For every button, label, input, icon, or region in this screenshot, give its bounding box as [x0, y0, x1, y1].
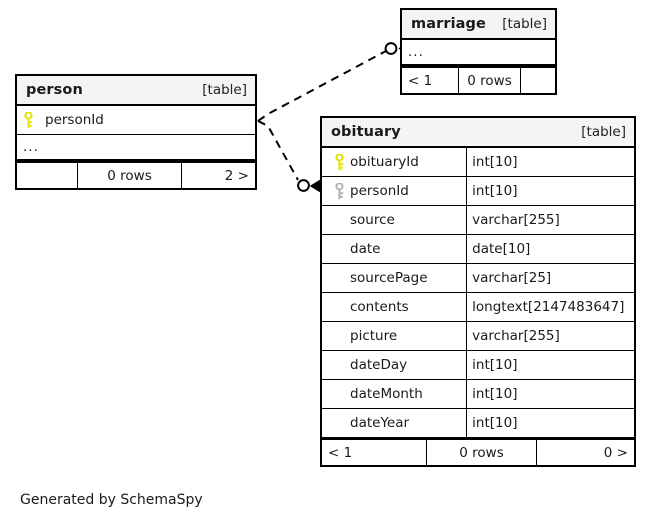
table-footer-person: 0 rows 2 >: [17, 161, 255, 188]
column-name: dateDay: [350, 357, 408, 373]
footer-prev-count[interactable]: < 1: [328, 444, 353, 461]
column-name: obituaryId: [350, 154, 419, 170]
column-type: varchar[25]: [466, 264, 634, 292]
table-name-obituary: obituary: [331, 124, 401, 140]
column-name-cell: picture: [322, 322, 466, 350]
table-kind-marriage: [table]: [502, 16, 547, 32]
column-type: int[10]: [466, 351, 634, 379]
table-row[interactable]: picture varchar[255]: [322, 322, 634, 351]
table-header-person: person [table]: [17, 76, 255, 106]
zero-cardinality-circle: [297, 179, 310, 192]
table-row[interactable]: dateYear int[10]: [322, 409, 634, 438]
table-row[interactable]: obituaryId int[10]: [322, 148, 634, 177]
relationship-line: [257, 120, 299, 181]
generated-by-credit: Generated by SchemaSpy: [20, 492, 203, 508]
column-name-cell: sourcePage: [322, 264, 466, 292]
footer-prev-count[interactable]: < 1: [408, 72, 433, 89]
column-type: date[10]: [466, 235, 634, 263]
relationship-person-marriage: [257, 40, 414, 122]
footer-next-count[interactable]: [520, 68, 555, 93]
footer-row-count: 0 rows: [458, 68, 520, 93]
footer-next-count[interactable]: 2 >: [181, 163, 255, 188]
footer-row-count: 0 rows: [426, 440, 536, 465]
table-row[interactable]: personId: [17, 106, 255, 135]
primary-key-icon: [328, 153, 350, 171]
column-type: int[10]: [466, 409, 634, 437]
column-type: longtext[2147483647]: [466, 293, 634, 321]
table-ellipsis-row: ...: [17, 135, 255, 161]
column-type: int[10]: [466, 177, 634, 205]
table-kind-obituary: [table]: [581, 124, 626, 140]
zero-cardinality-circle: [384, 42, 398, 55]
table-row[interactable]: date date[10]: [322, 235, 634, 264]
key-glyph: [23, 111, 33, 128]
table-header-obituary: obituary [table]: [322, 118, 634, 148]
table-row[interactable]: contents longtext[2147483647]: [322, 293, 634, 322]
table-ellipsis-row: ...: [402, 40, 555, 66]
column-name: date: [350, 241, 381, 257]
column-name-cell: contents: [322, 293, 466, 321]
footer-row-count: 0 rows: [77, 163, 181, 188]
table-header-marriage: marriage [table]: [402, 10, 555, 40]
table-footer-obituary: < 1 0 rows 0 >: [322, 438, 634, 465]
column-name: picture: [350, 328, 398, 344]
column-name: personId: [350, 183, 409, 199]
column-name: dateYear: [350, 415, 410, 431]
column-name-cell: obituaryId: [322, 148, 466, 176]
footer-next-count[interactable]: 0 >: [536, 440, 634, 465]
column-name-cell: dateDay: [322, 351, 466, 379]
table-name-person: person: [26, 82, 83, 98]
column-name-cell: source: [322, 206, 466, 234]
relationship-line: [257, 50, 387, 122]
relationship-person-obituary: [257, 120, 324, 194]
column-type: varchar[255]: [466, 322, 634, 350]
table-name-marriage: marriage: [411, 16, 486, 32]
column-name-cell: dateYear: [322, 409, 466, 437]
foreign-key-icon: [328, 182, 350, 200]
column-name-cell: date: [322, 235, 466, 263]
column-type: varchar[255]: [466, 206, 634, 234]
column-name-cell: dateMonth: [322, 380, 466, 408]
column-name: contents: [350, 299, 409, 315]
table-node-obituary[interactable]: obituary [table] obituaryId int[10]: [320, 116, 636, 467]
table-row[interactable]: dateMonth int[10]: [322, 380, 634, 409]
key-glyph: [334, 153, 344, 170]
table-kind-person: [table]: [202, 82, 247, 98]
column-type: int[10]: [466, 148, 634, 176]
column-name: personId: [45, 112, 104, 128]
table-node-marriage[interactable]: marriage [table] ... < 1 0 rows: [400, 8, 557, 95]
key-glyph: [334, 182, 344, 199]
column-name: sourcePage: [350, 270, 428, 286]
column-name-cell: personId: [322, 177, 466, 205]
table-row[interactable]: sourcePage varchar[25]: [322, 264, 634, 293]
primary-key-icon: [17, 106, 39, 134]
table-row[interactable]: source varchar[255]: [322, 206, 634, 235]
footer-prev-count[interactable]: [17, 163, 77, 188]
column-name: dateMonth: [350, 386, 423, 402]
table-row[interactable]: personId int[10]: [322, 177, 634, 206]
column-type: int[10]: [466, 380, 634, 408]
column-name: source: [350, 212, 395, 228]
table-row[interactable]: dateDay int[10]: [322, 351, 634, 380]
table-node-person[interactable]: person [table] personId ... 0 rows 2 >: [15, 74, 257, 190]
table-footer-marriage: < 1 0 rows: [402, 66, 555, 93]
